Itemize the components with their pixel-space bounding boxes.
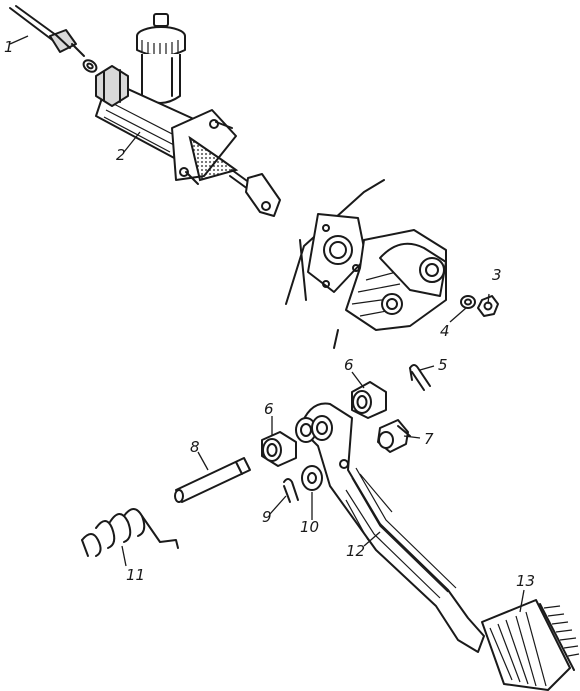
callout-1: 1 <box>4 38 14 56</box>
callout-7: 7 <box>424 430 434 448</box>
callout-6-lower: 6 <box>264 400 274 418</box>
callout-11: 11 <box>126 566 145 584</box>
callout-5: 5 <box>438 356 448 374</box>
bushing-upper <box>351 381 387 419</box>
callout-9: 9 <box>262 508 272 526</box>
spring-clip <box>283 478 299 503</box>
callout-12: 12 <box>346 542 365 560</box>
washer <box>460 295 476 309</box>
pedal-pad <box>481 599 580 691</box>
cotter-pin <box>409 364 431 391</box>
return-spring <box>81 508 179 557</box>
callout-3: 3 <box>492 266 502 284</box>
bushing-lower <box>261 431 297 467</box>
pivot-shaft <box>174 457 251 503</box>
pedal-bracket <box>285 179 447 349</box>
master-cylinder <box>95 13 281 217</box>
leader-lines <box>9 35 525 613</box>
callout-6-upper: 6 <box>344 356 354 374</box>
callout-4: 4 <box>440 322 450 340</box>
hose-cable <box>9 5 98 73</box>
callout-10: 10 <box>300 518 319 536</box>
callout-labels: 1 2 3 4 5 6 6 7 8 9 10 11 12 13 <box>4 38 535 590</box>
clevis-pin <box>377 419 411 453</box>
callout-2: 2 <box>116 146 126 164</box>
pedal-lever <box>295 402 485 653</box>
callout-8: 8 <box>190 438 200 456</box>
washer-large <box>301 465 323 491</box>
callout-13: 13 <box>516 572 535 590</box>
